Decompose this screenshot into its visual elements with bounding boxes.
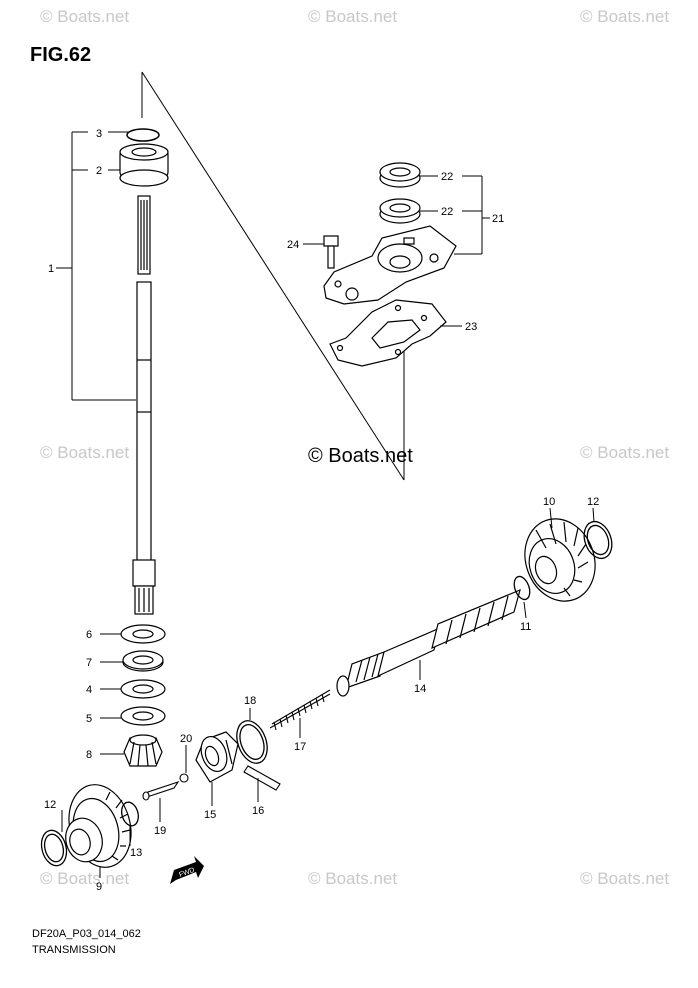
watermark: © Boats.net [40, 869, 129, 888]
callout-3: 3 [96, 128, 102, 140]
callout-9: 9 [96, 881, 102, 893]
leader-lines-lower [61, 507, 595, 878]
washer-part-13 [121, 801, 139, 827]
pin-part-16 [243, 765, 281, 791]
watermark: © Boats.net [580, 7, 669, 26]
shim-part-12-left [40, 829, 68, 867]
shim-part-12-right [583, 520, 613, 560]
watermarks: © Boats.net © Boats.net © Boats.net © Bo… [40, 7, 669, 888]
watermark: © Boats.net [580, 443, 669, 462]
callout-1: 1 [48, 263, 54, 275]
callout-16: 16 [252, 805, 264, 817]
thrust-bearing-part-7 [122, 650, 164, 672]
callout-7: 7 [86, 657, 92, 669]
callout-12-left: 12 [44, 799, 56, 811]
watermark: © Boats.net [580, 869, 669, 888]
ring-part-18 [236, 720, 268, 764]
oil-seal-part-22-a [379, 162, 421, 188]
oil-seal-part-22-b [379, 198, 421, 224]
bracket-1 [56, 131, 136, 401]
clutch-dog-part-15 [195, 731, 239, 783]
push-rod-part-19 [142, 780, 180, 801]
shim-part-12-right-inner [586, 524, 610, 556]
washer-part-5 [120, 706, 166, 726]
driveshaft-part-1 [132, 195, 156, 615]
leader-lines-left [100, 633, 124, 755]
callout-6: 6 [86, 629, 92, 641]
callout-22-b: 22 [441, 206, 453, 218]
callouts: 1 2 3 4 5 6 7 8 9 10 11 12 12 13 14 15 1… [44, 128, 599, 893]
circlip-part-3 [126, 128, 160, 142]
callout-24: 24 [287, 239, 299, 251]
forward-arrow-icon: FWD [170, 856, 204, 884]
callout-17: 17 [294, 741, 306, 753]
callout-18: 18 [244, 695, 256, 707]
pinion-gear-part-8 [123, 734, 163, 767]
shim-part-12-left-inner [43, 833, 65, 863]
propeller-shaft-part-14 [336, 588, 521, 697]
washer-part-11 [513, 575, 531, 601]
washer-part-4 [120, 679, 166, 699]
section-divider [141, 71, 405, 481]
callout-5: 5 [86, 713, 92, 725]
callout-4: 4 [86, 684, 92, 696]
spring-part-17 [269, 689, 331, 731]
callout-20: 20 [180, 733, 192, 745]
forward-gear-part-10 [524, 518, 596, 602]
watermark: © Boats.net [308, 869, 397, 888]
callout-12-right: 12 [587, 496, 599, 508]
callout-10: 10 [543, 496, 555, 508]
watermark: © Boats.net [308, 7, 397, 26]
bearing-part-2 [119, 143, 169, 187]
bolt-part-24 [323, 235, 339, 269]
callout-23: 23 [465, 321, 477, 333]
watermark: © Boats.net [40, 7, 129, 26]
washer-part-6 [120, 624, 166, 644]
reverse-gear-part-9 [65, 784, 132, 868]
leader-lines-upper-right [303, 175, 490, 327]
figure-label: FIG.62 [30, 44, 92, 66]
callout-13: 13 [130, 847, 142, 859]
gasket-part-23 [329, 299, 447, 367]
watermark: © Boats.net [40, 443, 129, 462]
callout-2: 2 [96, 165, 102, 177]
callout-22-a: 22 [441, 171, 453, 183]
callout-8: 8 [86, 749, 92, 761]
callout-21: 21 [492, 213, 504, 225]
diagram-title: TRANSMISSION [32, 944, 116, 956]
housing-part-21 [323, 225, 457, 305]
callout-14: 14 [414, 683, 426, 695]
callout-11: 11 [520, 621, 531, 633]
diagram-code: DF20A_P03_014_062 [32, 928, 141, 940]
ball-part-20 [179, 773, 189, 783]
callout-15: 15 [204, 809, 216, 821]
callout-19: 19 [154, 825, 166, 837]
watermark-center: © Boats.net [308, 445, 413, 467]
